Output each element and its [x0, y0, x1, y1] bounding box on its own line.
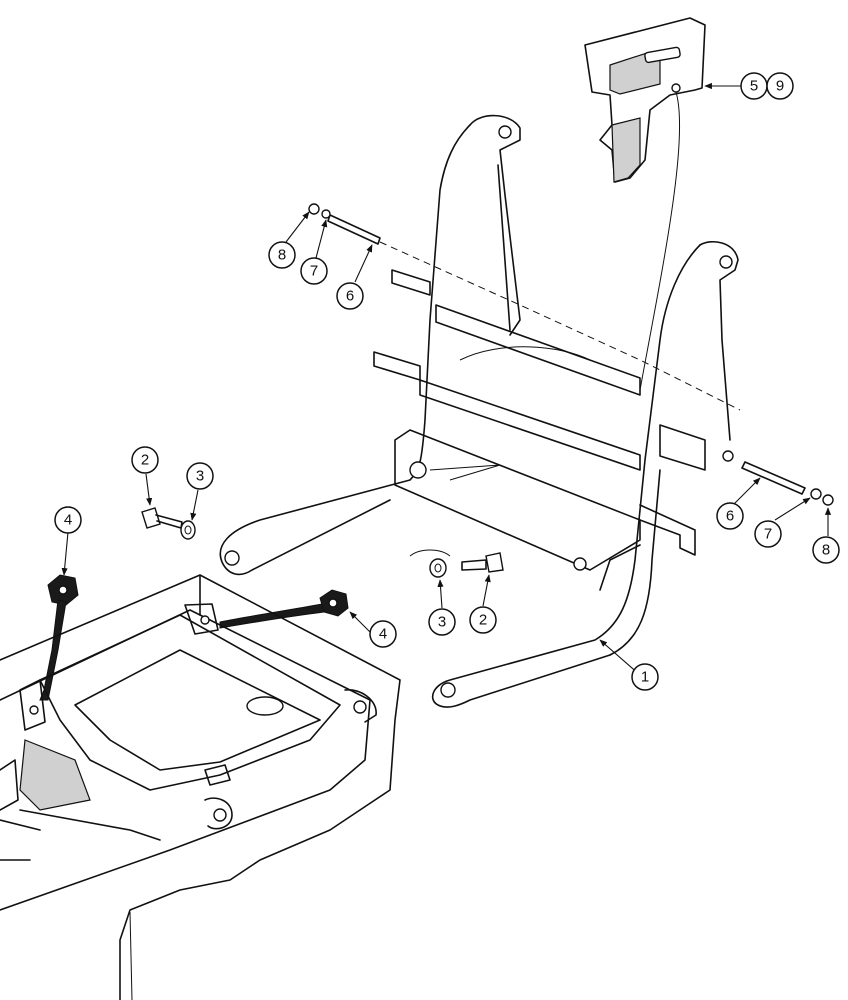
callout-7-left: 7: [300, 257, 328, 285]
callout-1: 1: [631, 663, 659, 691]
tractor-chassis: [0, 574, 401, 1000]
svg-text:3: 3: [196, 468, 204, 485]
callout-8-right: 8: [812, 536, 840, 564]
frame-cross-members: [373, 269, 706, 571]
callout-7-right: 7: [754, 520, 782, 548]
leader-lines: [61, 82, 832, 676]
callout-6-left: 6: [336, 282, 364, 310]
svg-text:6: 6: [726, 508, 734, 525]
svg-text:7: 7: [310, 263, 318, 280]
callout-4-right: 4: [369, 620, 397, 648]
mounting-rod-right: [741, 461, 834, 506]
svg-text:2: 2: [479, 612, 487, 629]
callout-4-left: 4: [54, 506, 82, 534]
callout-3-right: 3: [428, 608, 456, 636]
svg-text:4: 4: [64, 512, 72, 529]
mounting-rod-left: [308, 203, 741, 411]
callout-6-right: 6: [716, 502, 744, 530]
svg-text:5: 5: [750, 78, 758, 95]
callout-9: 9: [766, 72, 794, 100]
bolt-washer-right: [409, 549, 504, 578]
callout-3-left: 3: [186, 462, 214, 490]
callout-5: 5: [740, 72, 768, 100]
callout-2-left: 2: [131, 446, 159, 474]
frame-rear-upright: [219, 114, 521, 576]
svg-text:8: 8: [278, 247, 286, 264]
svg-text:1: 1: [641, 669, 649, 686]
suitcase-weight: [584, 17, 706, 183]
weight-guide-line: [639, 91, 681, 391]
svg-text:4: 4: [379, 626, 387, 643]
svg-text:6: 6: [346, 288, 354, 305]
frame-front-upright: [431, 241, 739, 708]
nut-left: [39, 574, 79, 701]
callout-2-right: 2: [469, 606, 497, 634]
svg-text:3: 3: [438, 614, 446, 631]
callout-8-left: 8: [268, 241, 296, 269]
nut-right: [219, 589, 349, 629]
svg-text:7: 7: [764, 526, 772, 543]
svg-text:9: 9: [776, 78, 784, 95]
svg-text:2: 2: [141, 452, 149, 469]
svg-text:8: 8: [822, 542, 830, 559]
bolt-washer-left: [141, 507, 196, 540]
